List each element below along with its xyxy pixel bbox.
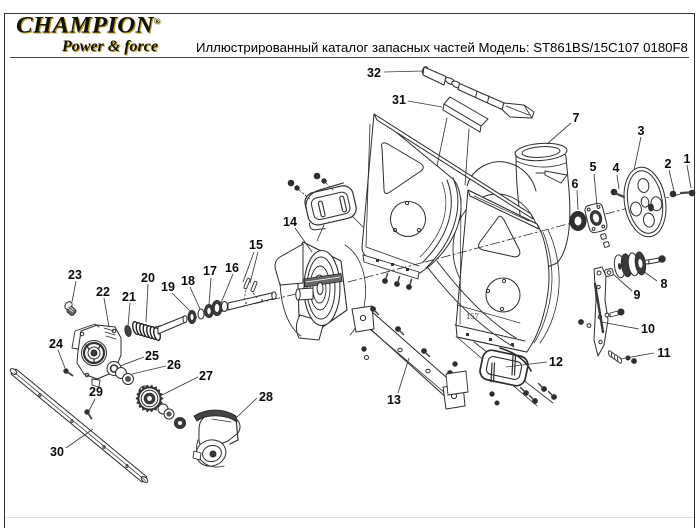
svg-text:15: 15 (249, 238, 263, 252)
svg-text:19: 19 (161, 280, 175, 294)
svg-text:29: 29 (89, 385, 103, 399)
svg-text:157: 157 (466, 311, 479, 321)
svg-text:26: 26 (167, 358, 181, 372)
svg-text:6: 6 (572, 177, 579, 191)
svg-text:18: 18 (181, 274, 195, 288)
svg-text:23: 23 (68, 268, 82, 282)
svg-text:17: 17 (203, 264, 217, 278)
svg-text:31: 31 (392, 93, 406, 107)
svg-text:13: 13 (387, 393, 401, 407)
svg-text:10: 10 (641, 322, 655, 336)
svg-text:4: 4 (613, 161, 620, 175)
svg-text:3: 3 (638, 124, 645, 138)
svg-text:32: 32 (367, 66, 381, 80)
svg-text:14: 14 (283, 215, 297, 229)
svg-text:9: 9 (634, 288, 641, 302)
svg-text:16: 16 (225, 261, 239, 275)
svg-text:8: 8 (661, 277, 668, 291)
svg-text:7: 7 (573, 111, 580, 125)
svg-text:11: 11 (657, 346, 670, 360)
svg-text:21: 21 (122, 290, 136, 304)
svg-text:24: 24 (49, 337, 63, 351)
svg-text:1: 1 (684, 152, 691, 166)
svg-text:12: 12 (549, 355, 563, 369)
svg-text:25: 25 (145, 349, 159, 363)
svg-text:2: 2 (665, 157, 672, 171)
svg-text:5: 5 (590, 160, 597, 174)
svg-text:20: 20 (141, 271, 155, 285)
svg-text:28: 28 (259, 390, 273, 404)
svg-text:22: 22 (96, 285, 110, 299)
svg-text:27: 27 (199, 369, 213, 383)
svg-text:30: 30 (50, 445, 64, 459)
